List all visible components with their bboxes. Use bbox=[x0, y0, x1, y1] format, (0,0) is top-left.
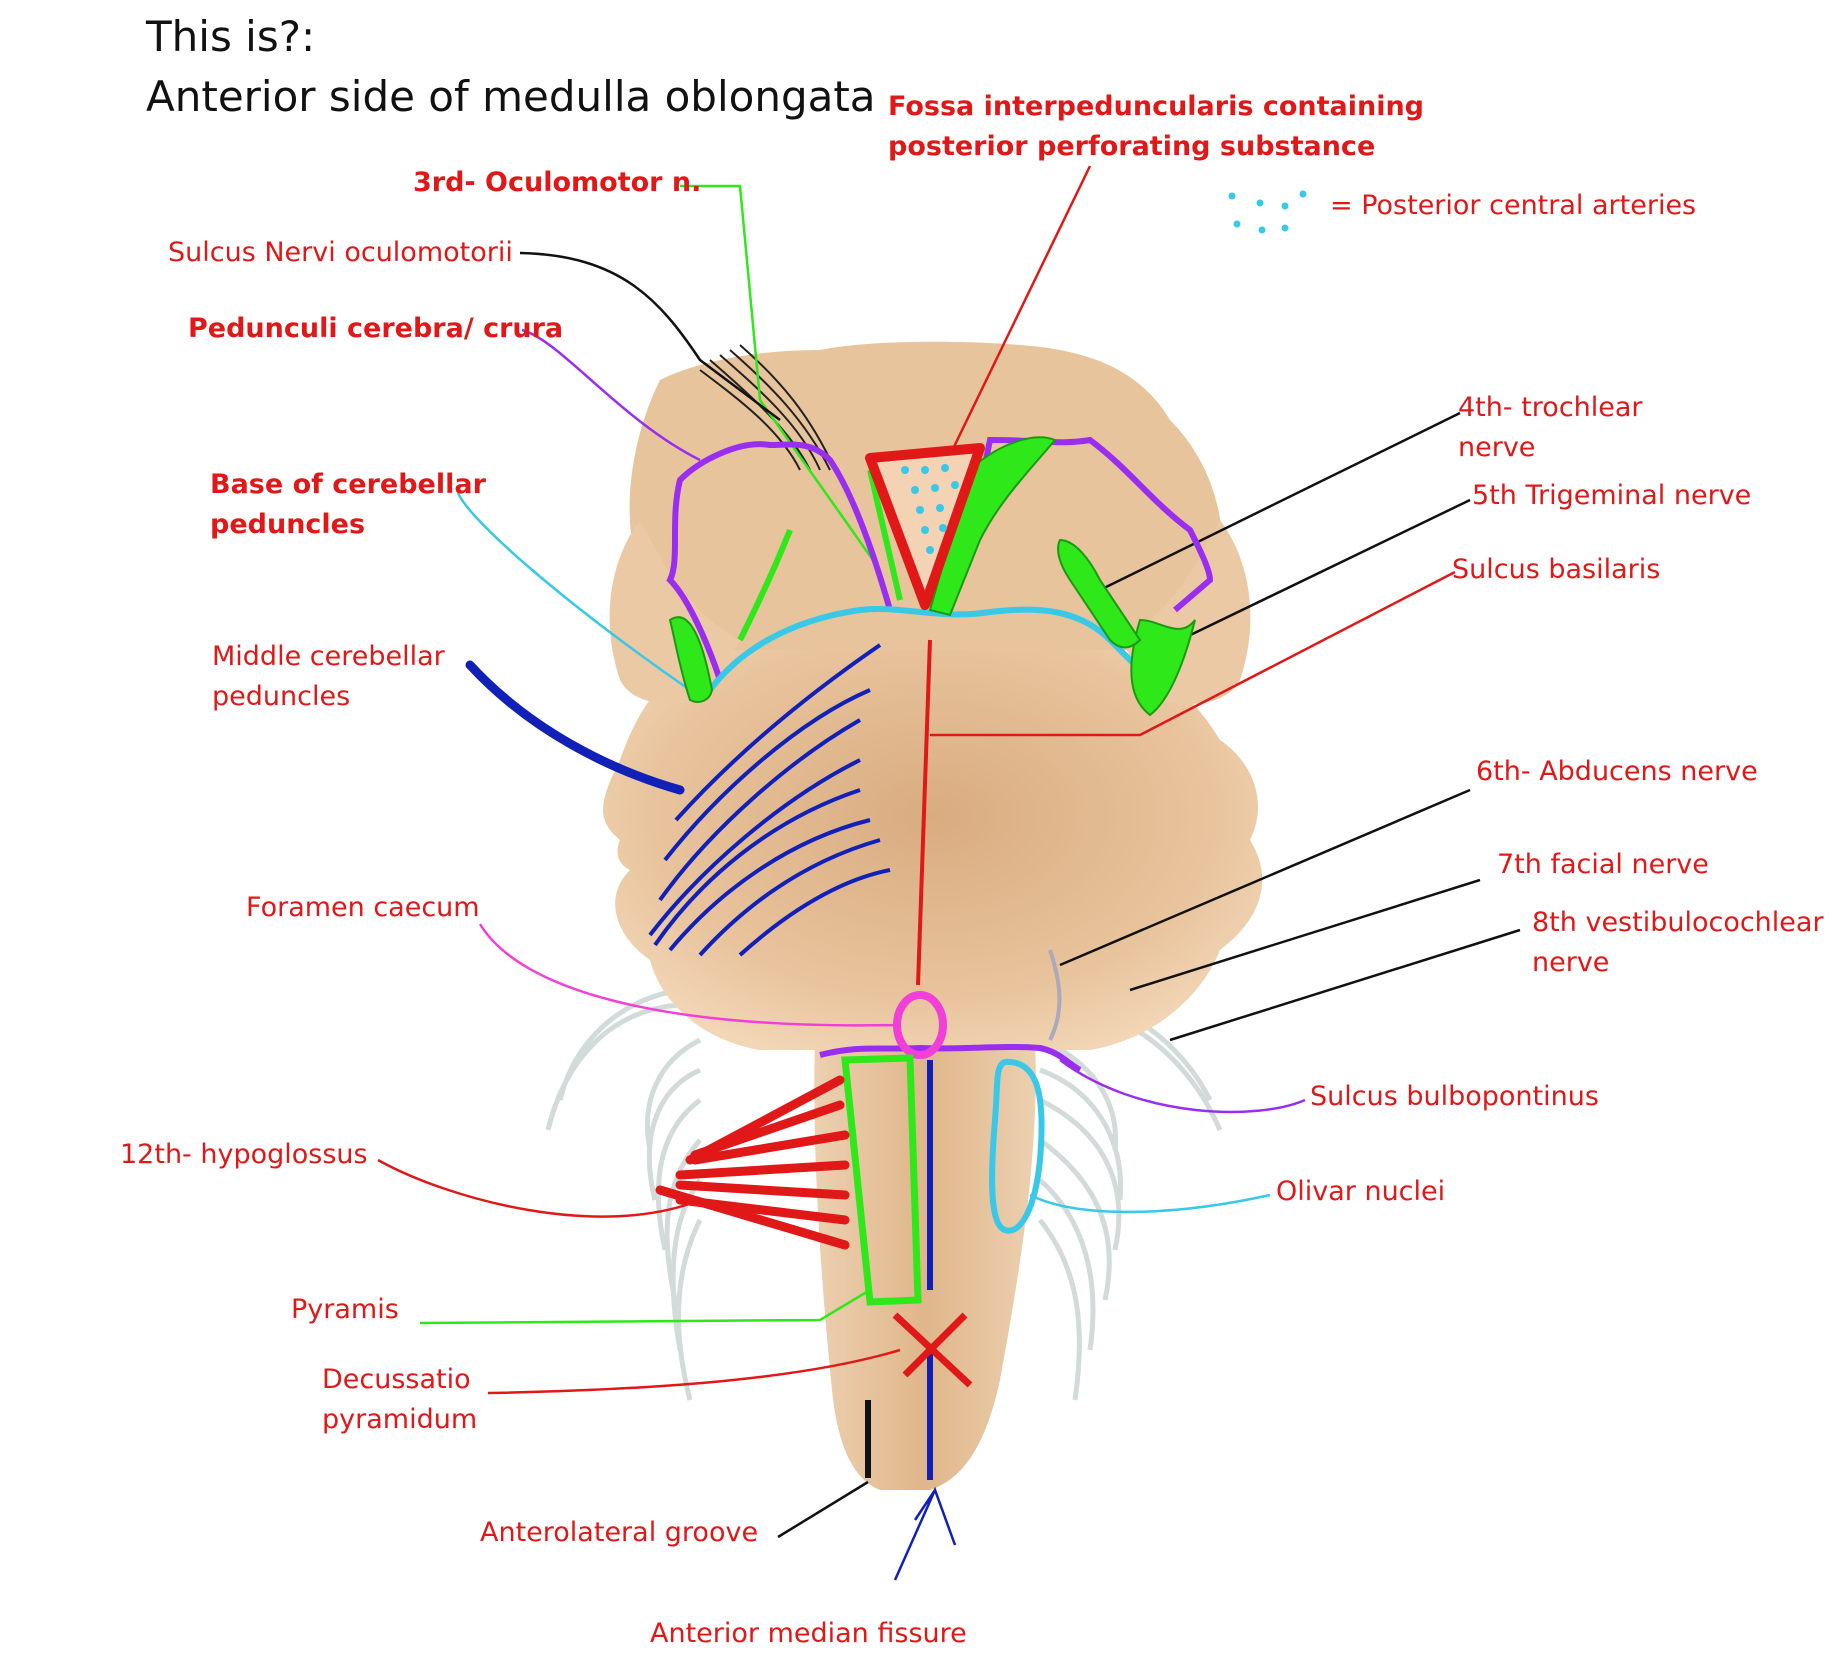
legend-dots bbox=[1228, 190, 1307, 234]
label-decussatio-line1: Decussatio bbox=[322, 1364, 471, 1395]
label-hypoglossus: 12th- hypoglossus bbox=[120, 1139, 368, 1170]
pointer-lines bbox=[377, 165, 1521, 1581]
label-foramen-caecum: Foramen caecum bbox=[246, 892, 480, 923]
label-sulcus-oculomotorii: Sulcus Nervi oculomotorii bbox=[168, 237, 513, 268]
pointer-anterior-median bbox=[893, 1486, 957, 1581]
trochlear-nerve-shape bbox=[1057, 538, 1142, 649]
decussatio-x bbox=[892, 1312, 973, 1388]
label-anterolateral-groove: Anterolateral groove bbox=[480, 1517, 759, 1548]
oculomotor-nerve-shape bbox=[928, 436, 1057, 617]
label-trochlear-line1: 4th- trochlear bbox=[1458, 392, 1643, 423]
label-sulcus-basilaris: Sulcus basilaris bbox=[1452, 554, 1661, 585]
green-nerves bbox=[668, 436, 1196, 717]
label-trochlear-line2: nerve bbox=[1458, 432, 1536, 463]
pointer-vestibulo bbox=[1169, 928, 1521, 1042]
olivar-nuclei-outline bbox=[989, 1058, 1045, 1234]
middle-cerebellar-peduncle-lines bbox=[648, 643, 891, 957]
pointer-sulcus-basilaris bbox=[930, 570, 1456, 737]
legend-text: = Posterior central arteries bbox=[1330, 190, 1697, 221]
label-decussatio-line2: pyramidum bbox=[322, 1404, 478, 1435]
label-facial: 7th facial nerve bbox=[1497, 849, 1709, 880]
pointer-olivar bbox=[1029, 1193, 1271, 1214]
medulla-body bbox=[814, 1040, 1036, 1490]
pointer-abducens bbox=[1059, 788, 1471, 967]
pointer-anterolateral bbox=[777, 1480, 869, 1539]
pointer-sulcus-oculomotorii bbox=[519, 251, 781, 421]
middle-cerebellar-peduncles-marker bbox=[465, 660, 685, 795]
label-fossa-line2: posterior perforating substance bbox=[888, 131, 1376, 162]
title-question: This is?: bbox=[146, 12, 316, 61]
label-base-cerebellar-line1: Base of cerebellar bbox=[210, 469, 486, 500]
pointer-foramen-caecum bbox=[478, 923, 901, 1027]
posterior-central-arteries-dots bbox=[901, 464, 959, 554]
lateral-cerebellar-lobe-left bbox=[609, 520, 740, 704]
hypoglossus-rootlets bbox=[655, 1075, 850, 1250]
label-abducens: 6th- Abducens nerve bbox=[1476, 756, 1758, 787]
label-vestibulo-line2: nerve bbox=[1532, 947, 1610, 978]
pointer-pedunculi bbox=[521, 328, 701, 462]
label-middle-cerebellar-line2: peduncles bbox=[212, 681, 351, 712]
pointer-decussatio bbox=[487, 1348, 901, 1395]
pointer-hypoglossus bbox=[377, 1158, 701, 1218]
label-trigeminal: 5th Trigeminal nerve bbox=[1472, 480, 1752, 511]
label-middle-cerebellar-line1: Middle cerebellar bbox=[212, 641, 445, 672]
pointer-facial bbox=[1129, 878, 1481, 992]
pointer-trochlear bbox=[1099, 411, 1461, 592]
label-base-cerebellar-line2: peduncles bbox=[210, 509, 366, 540]
pointer-trigeminal bbox=[1179, 498, 1471, 642]
label-olivar-nuclei: Olivar nuclei bbox=[1276, 1176, 1446, 1207]
label-oculomotor: 3rd- Oculomotor n. bbox=[413, 167, 702, 198]
green-nerve-strokes bbox=[737, 469, 903, 642]
label-anterior-median-fissure: Anterior median fissure bbox=[650, 1618, 967, 1649]
trigeminal-nerve-left bbox=[668, 616, 714, 703]
pointer-bulbopontinus bbox=[1059, 1058, 1306, 1114]
pointer-base-cerebellar bbox=[456, 492, 691, 692]
pointer-fossa bbox=[948, 165, 1092, 456]
label-pedunculi: Pedunculi cerebra/ crura bbox=[188, 313, 564, 344]
abducens-nerve-root bbox=[1048, 949, 1062, 1041]
sulcus-basilaris-line bbox=[916, 639, 932, 986]
label-sulcus-bulbopontinus: Sulcus bulbopontinus bbox=[1310, 1081, 1599, 1112]
trigeminal-nerve-shape bbox=[1130, 618, 1196, 717]
label-fossa-line1: Fossa interpeduncularis containing bbox=[888, 91, 1425, 122]
foramen-caecum-oval bbox=[893, 991, 947, 1059]
pyramis-outline bbox=[841, 1054, 922, 1306]
pointer-oculomotor bbox=[680, 184, 882, 571]
title-answer: Anterior side of medulla oblongata bbox=[146, 72, 876, 121]
label-vestibulo-line1: 8th vestibulocochlear bbox=[1532, 907, 1824, 938]
pointer-pyramis bbox=[419, 1288, 871, 1325]
sulcus-bulbopontinus-line bbox=[819, 1044, 1082, 1073]
label-pyramis: Pyramis bbox=[291, 1294, 399, 1325]
